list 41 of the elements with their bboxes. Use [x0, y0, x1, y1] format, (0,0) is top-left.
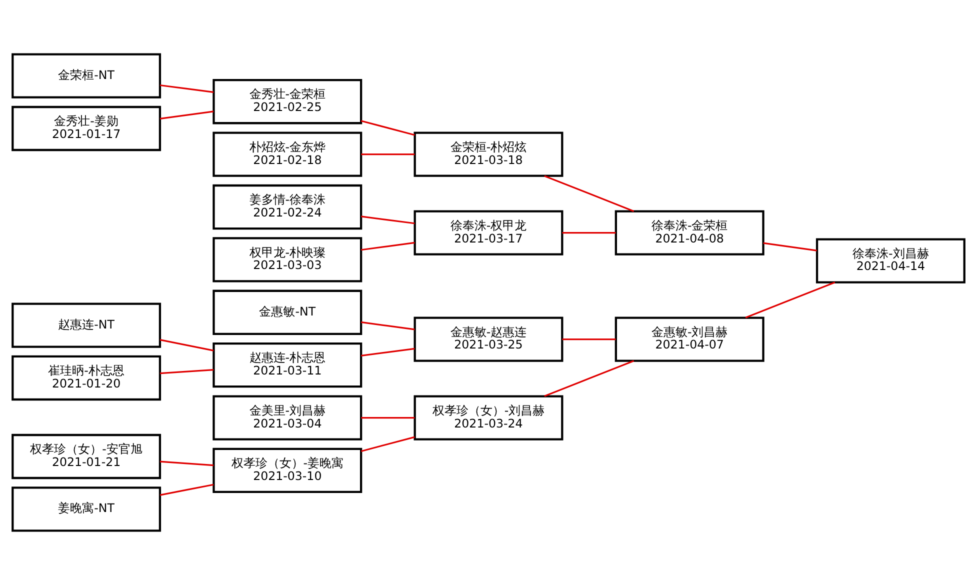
connector	[160, 339, 214, 352]
connector	[160, 369, 214, 374]
connector	[562, 232, 616, 234]
node-box: 姜多情-徐奉洙 2021-02-24	[212, 184, 362, 230]
connector	[361, 154, 415, 156]
connector	[160, 460, 214, 466]
node-box: 徐奉洙-刘昌赫 2021-04-14	[816, 238, 966, 284]
node-box: 权孝珍（女）-安官旭 2021-01-21	[12, 434, 162, 480]
connector	[360, 436, 415, 452]
node-box: 赵惠连-NT	[12, 302, 162, 348]
node-box: 金惠敏-刘昌赫 2021-04-07	[614, 316, 764, 362]
node-box: 金美里-刘昌赫 2021-03-04	[212, 395, 362, 440]
node-box: 金秀壮-姜勋 2021-01-17	[12, 106, 162, 152]
node-box: 金荣桓-NT	[12, 53, 162, 98]
node-box: 徐奉洙-金荣桓 2021-04-08	[614, 210, 764, 256]
connector	[745, 282, 836, 318]
connector	[160, 484, 214, 496]
node-box: 金秀壮-金荣桓 2021-02-25	[212, 79, 362, 124]
node-box: 崔珪昞-朴志恩 2021-01-20	[12, 355, 162, 401]
connector	[160, 84, 214, 93]
connector	[361, 242, 415, 251]
node-box: 徐奉洙-权甲龙 2021-03-17	[414, 210, 564, 256]
connector	[361, 416, 415, 419]
connector	[544, 175, 634, 212]
connector	[562, 338, 616, 340]
connector	[544, 360, 634, 397]
node-box: 赵惠连-朴志恩 2021-03-11	[212, 342, 362, 388]
node-box: 权孝珍（女）-姜晚寓 2021-03-10	[212, 448, 362, 494]
node-box: 金惠敏-赵惠连 2021-03-25	[414, 316, 564, 362]
connector	[361, 348, 415, 356]
node-box: 权孝珍（女）-刘昌赫 2021-03-24	[414, 395, 564, 440]
connector	[360, 120, 415, 136]
connector	[361, 321, 415, 330]
node-box: 姜晚寓-NT	[12, 486, 162, 532]
node-box: 金惠敏-NT	[212, 290, 362, 335]
node-box: 朴炤炫-金东烨 2021-02-18	[212, 132, 362, 177]
connector	[763, 242, 817, 252]
node-box: 金荣桓-朴炤炫 2021-03-18	[414, 132, 564, 177]
node-box: 权甲龙-朴映璨 2021-03-03	[212, 237, 362, 282]
connector	[160, 110, 214, 120]
connector	[361, 216, 415, 224]
